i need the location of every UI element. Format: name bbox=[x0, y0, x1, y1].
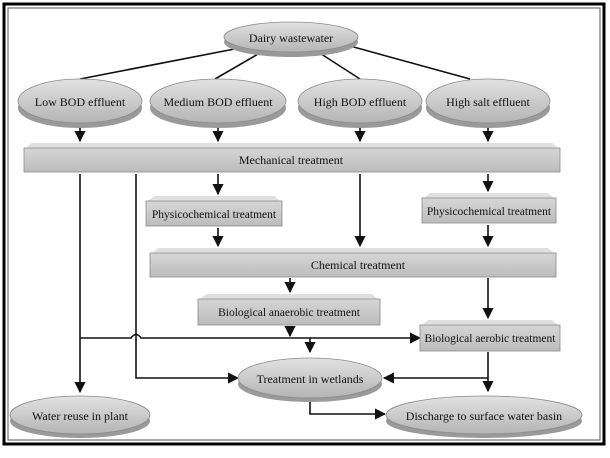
label-bio-aerobic: Biological aerobic treatment bbox=[425, 333, 557, 345]
label-water-reuse: Water reuse in plant bbox=[32, 409, 129, 423]
node-treatment-wetlands: Treatment in wetlands bbox=[237, 357, 383, 402]
edge-dairy-low bbox=[79, 45, 251, 80]
node-dairy-wastewater: Dairy wastewater bbox=[223, 21, 359, 57]
node-discharge: Discharge to surface water basin bbox=[385, 395, 583, 438]
node-biological-aerobic: Biological aerobic treatment bbox=[419, 320, 561, 352]
label-discharge: Discharge to surface water basin bbox=[406, 409, 562, 423]
edge-wetlands-discharge bbox=[309, 398, 387, 420]
label-physchem-left: Physicochemical treatment bbox=[152, 209, 277, 221]
edge-dairy-salt bbox=[349, 45, 471, 80]
inner-border bbox=[7, 7, 601, 441]
node-low-bod-effluent: Low BOD effluent bbox=[17, 78, 143, 128]
label-dairy-wastewater: Dairy wastewater bbox=[249, 31, 333, 45]
label-physchem-right: Physicochemical treatment bbox=[427, 206, 552, 218]
label-high-salt: High salt effluent bbox=[446, 95, 530, 109]
node-physicochemical-left: Physicochemical treatment bbox=[145, 196, 283, 227]
node-mechanical-treatment: Mechanical treatment bbox=[23, 143, 561, 173]
node-biological-anaerobic: Biological anaerobic treatment bbox=[197, 294, 381, 326]
label-chemical: Chemical treatment bbox=[311, 258, 406, 272]
node-chemical-treatment: Chemical treatment bbox=[149, 248, 557, 278]
node-medium-bod-effluent: Medium BOD effluent bbox=[149, 78, 287, 128]
label-bio-anaerobic: Biological anaerobic treatment bbox=[218, 307, 361, 319]
node-water-reuse: Water reuse in plant bbox=[9, 395, 151, 438]
node-high-bod-effluent: High BOD effluent bbox=[297, 78, 423, 128]
label-low-bod: Low BOD effluent bbox=[35, 95, 126, 109]
edge-mech-wetlands bbox=[135, 174, 240, 384]
label-mechanical: Mechanical treatment bbox=[239, 153, 344, 167]
label-medium-bod: Medium BOD effluent bbox=[163, 95, 273, 109]
node-physicochemical-right: Physicochemical treatment bbox=[421, 193, 557, 224]
label-wetlands: Treatment in wetlands bbox=[257, 372, 364, 386]
label-high-bod: High BOD effluent bbox=[314, 95, 407, 109]
node-high-salt-effluent: High salt effluent bbox=[425, 78, 551, 128]
connectors bbox=[74, 45, 494, 420]
